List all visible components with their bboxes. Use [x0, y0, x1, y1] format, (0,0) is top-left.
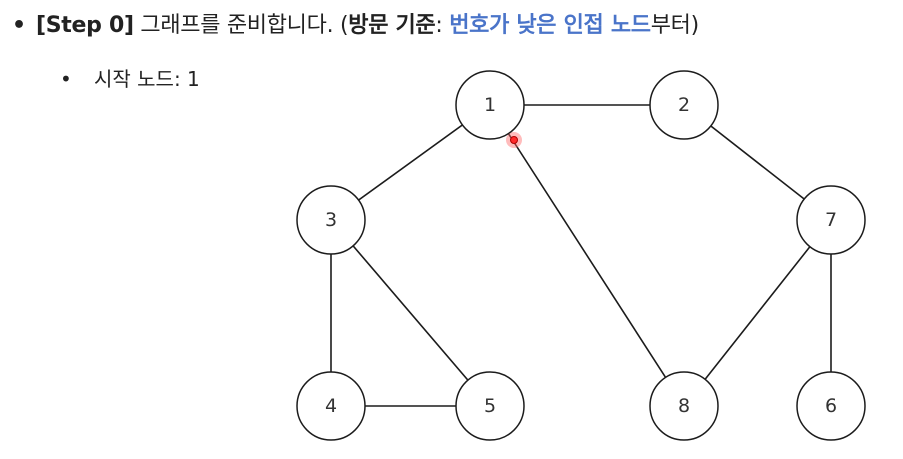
node-circle	[455, 371, 525, 441]
node-label: 7	[825, 209, 837, 231]
edge-3-5	[330, 219, 491, 407]
node-label: 3	[325, 209, 337, 231]
node-6: 6	[796, 371, 866, 441]
criterion-label: 방문 기준	[348, 13, 436, 38]
start-node-item: • 시작 노드: 1	[60, 64, 200, 94]
edge-7-8	[683, 219, 832, 407]
node-circle	[296, 185, 366, 255]
node-circle	[796, 185, 866, 255]
criterion-colon: :	[435, 13, 450, 38]
node-label: 4	[325, 395, 337, 417]
node-3: 3	[296, 185, 366, 255]
node-circle	[296, 371, 366, 441]
node-label: 6	[825, 395, 837, 417]
prepare-text: 그래프를 준비합니다.	[133, 13, 340, 38]
cursor-pointer	[506, 132, 522, 148]
node-label: 1	[484, 94, 496, 116]
criterion-suffix: 부터	[650, 13, 691, 38]
node-circle	[649, 70, 719, 140]
node-circle	[649, 371, 719, 441]
node-4: 4	[296, 371, 366, 441]
edge-1-8	[489, 104, 685, 407]
step-heading: • [Step 0] 그래프를 준비합니다. (방문 기준: 번호가 낮은 인접 …	[12, 10, 699, 42]
graph-nodes: 1 2 3 7 4 5 8 6	[296, 70, 866, 441]
node-2: 2	[649, 70, 719, 140]
node-8: 8	[649, 371, 719, 441]
graph-edges	[330, 104, 832, 407]
paren-close: )	[690, 13, 700, 38]
step-tag: [Step 0]	[36, 13, 134, 38]
heading-bullet: •	[12, 13, 26, 38]
node-label: 2	[678, 94, 690, 116]
node-label: 5	[484, 395, 496, 417]
node-1: 1	[455, 70, 525, 140]
node-5: 5	[455, 371, 525, 441]
node-label: 8	[678, 395, 690, 417]
start-node-text: 시작 노드: 1	[94, 67, 200, 91]
node-circle	[455, 70, 525, 140]
node-7: 7	[796, 185, 866, 255]
paren-open: (	[339, 13, 349, 38]
node-circle	[796, 371, 866, 441]
sub-bullet: •	[60, 67, 72, 91]
criterion-value: 번호가 낮은 인접 노드	[449, 13, 651, 38]
